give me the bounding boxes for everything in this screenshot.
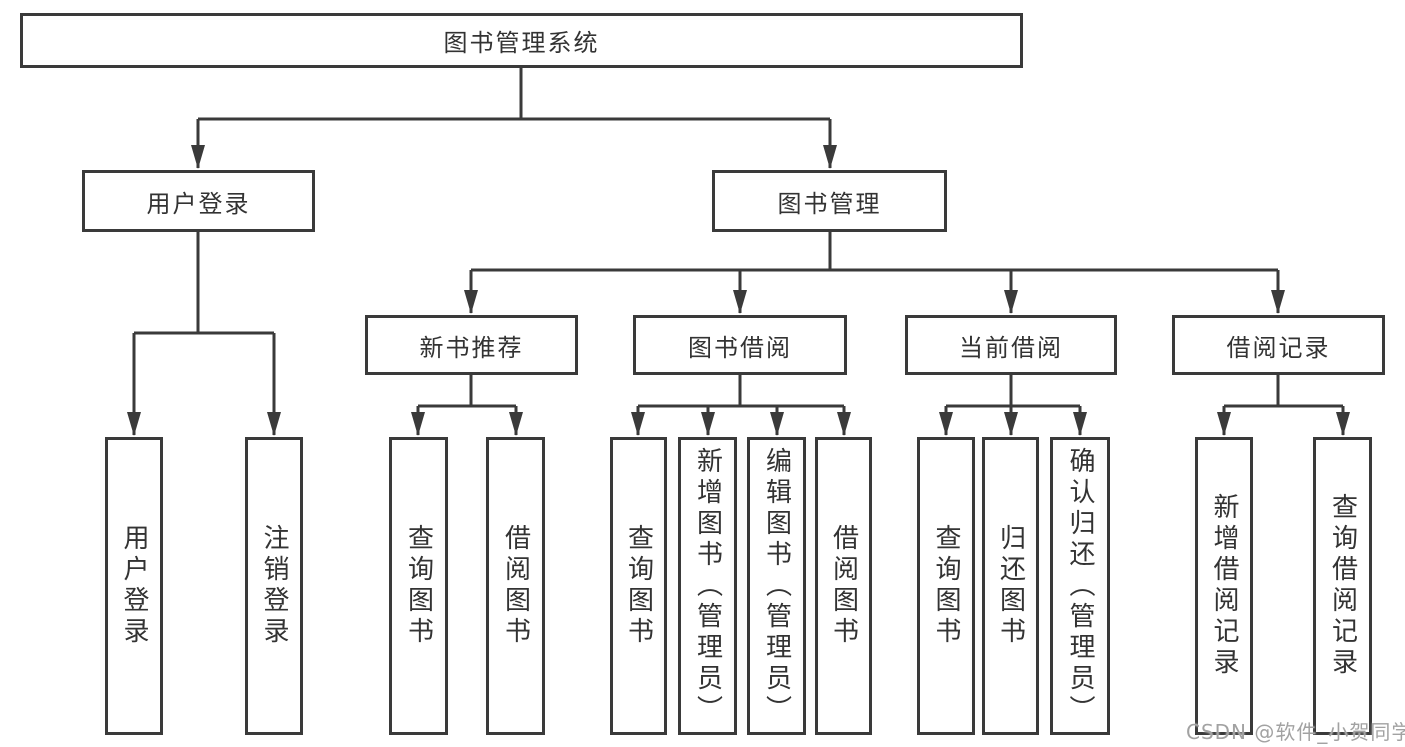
leaf-record-query-record: 查询借阅记录 <box>1313 437 1372 735</box>
leaf-borrow-edit-book-admin-label: 编辑图书（管理员） <box>761 446 792 726</box>
leaf-user-login-label: 用户登录 <box>119 524 150 648</box>
leaf-borrow-add-book-admin-label: 新增图书（管理员） <box>692 446 723 726</box>
leaf-current-confirm-return-admin-label: 确认归还（管理员） <box>1065 446 1096 726</box>
leaf-record-add-record-label: 新增借阅记录 <box>1209 493 1240 679</box>
node-root: 图书管理系统 <box>20 13 1023 68</box>
leaf-current-return-book: 归还图书 <box>982 437 1039 735</box>
node-book-management-label: 图书管理 <box>777 189 882 218</box>
leaf-borrow-query-book-label: 查询图书 <box>623 524 654 648</box>
leaf-current-query-book-label: 查询图书 <box>931 524 962 648</box>
node-user-login: 用户登录 <box>82 170 315 232</box>
leaf-logout: 注销登录 <box>245 437 303 735</box>
leaf-logout-label: 注销登录 <box>259 524 290 648</box>
leaf-borrow-query-book: 查询图书 <box>610 437 667 735</box>
node-root-label: 图书管理系统 <box>443 29 600 57</box>
node-borrow-record: 借阅记录 <box>1172 315 1385 375</box>
leaf-record-add-record: 新增借阅记录 <box>1195 437 1253 735</box>
node-book-borrow: 图书借阅 <box>633 315 847 375</box>
leaf-borrow-borrow-book-label: 借阅图书 <box>828 524 859 648</box>
node-current-borrow: 当前借阅 <box>905 315 1117 375</box>
leaf-recommend-query-book: 查询图书 <box>389 437 448 735</box>
leaf-current-query-book: 查询图书 <box>917 437 975 735</box>
node-book-management: 图书管理 <box>712 170 947 232</box>
node-new-book-recommend-label: 新书推荐 <box>419 333 524 362</box>
leaf-borrow-add-book-admin: 新增图书（管理员） <box>678 437 737 735</box>
leaf-recommend-query-book-label: 查询图书 <box>403 524 434 648</box>
leaf-recommend-borrow-book: 借阅图书 <box>486 437 545 735</box>
node-book-borrow-label: 图书借阅 <box>688 333 792 362</box>
leaf-current-return-book-label: 归还图书 <box>995 524 1026 648</box>
node-new-book-recommend: 新书推荐 <box>365 315 578 375</box>
leaf-current-confirm-return-admin: 确认归还（管理员） <box>1050 437 1110 735</box>
leaf-recommend-borrow-book-label: 借阅图书 <box>500 524 531 648</box>
leaf-record-query-record-label: 查询借阅记录 <box>1327 493 1358 679</box>
node-current-borrow-label: 当前借阅 <box>959 333 1063 362</box>
csdn-watermark: CSDN @软件_小贺同学 <box>1186 720 1405 744</box>
node-borrow-record-label: 借阅记录 <box>1226 333 1331 362</box>
leaf-borrow-borrow-book: 借阅图书 <box>815 437 872 735</box>
leaf-borrow-edit-book-admin: 编辑图书（管理员） <box>747 437 806 735</box>
leaf-user-login: 用户登录 <box>105 437 163 735</box>
node-user-login-label: 用户登录 <box>146 189 251 218</box>
